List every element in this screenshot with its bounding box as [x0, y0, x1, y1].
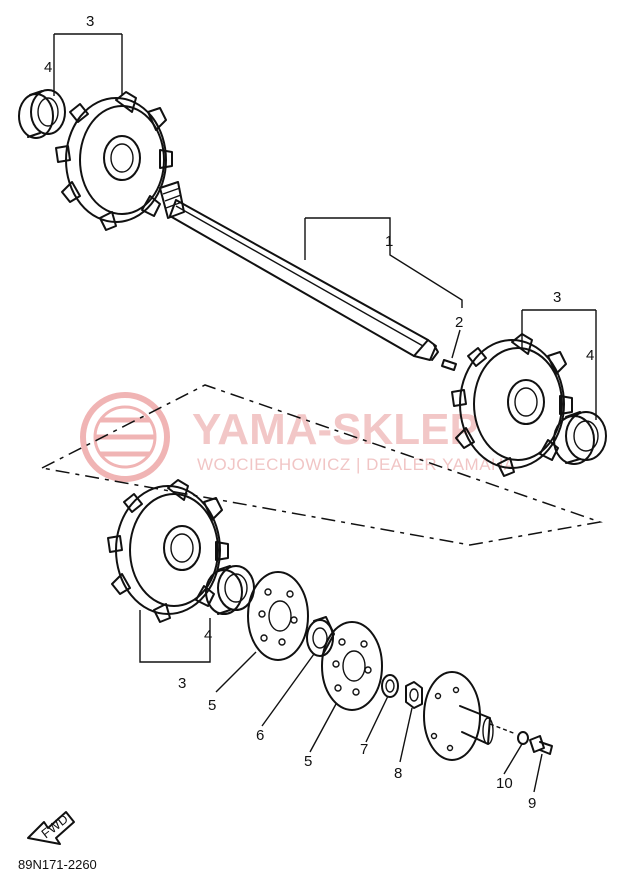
projection-box [39, 384, 603, 546]
diagram-code: 89N171-2260 [18, 857, 97, 872]
collar-right [553, 411, 607, 465]
fwd-arrow-icon: FWD [27, 811, 75, 845]
callout-shaft: 1 [385, 233, 393, 250]
callout-sprocket-top-left: 3 [86, 13, 94, 30]
shaft [159, 181, 439, 361]
washer [381, 674, 399, 698]
callout-pin: 2 [455, 314, 463, 331]
fwd-label: FWD [38, 811, 71, 841]
plate-b [321, 621, 383, 711]
callout-nut: 8 [394, 765, 402, 782]
nut [405, 681, 423, 709]
sprocket-top-left [55, 91, 173, 231]
callout-sprocket-right: 3 [553, 289, 561, 306]
hub-flange [423, 671, 517, 761]
callout-lock-washer: 10 [496, 775, 513, 792]
callout-bearing: 6 [256, 727, 264, 744]
lock-washer [517, 731, 529, 745]
bolt [529, 735, 553, 755]
sprocket-right [451, 333, 573, 477]
collar-lower [205, 565, 255, 615]
bearing [306, 616, 335, 657]
watermark-logo [80, 392, 170, 482]
callout-collar-right: 4 [586, 347, 594, 364]
callout-collar-lower: 4 [204, 627, 212, 644]
watermark: YAMA-SKLEP WOJCIECHOWICZ | DEALER YAMAHA [80, 392, 516, 482]
callout-collar-top-left: 4 [44, 59, 52, 76]
sprocket-lower [107, 479, 229, 623]
watermark-tagline: WOJCIECHOWICZ | DEALER YAMAHA [197, 455, 516, 474]
plate-a [247, 571, 309, 661]
pin [441, 359, 457, 371]
callout-plate-a: 5 [208, 697, 216, 714]
callout-plate-b: 5 [304, 753, 312, 770]
leader-lines [53, 33, 597, 793]
callout-washer: 7 [360, 741, 368, 758]
callout-bolt: 9 [528, 795, 536, 812]
callout-sprocket-lower: 3 [178, 675, 186, 692]
collar-top-left [18, 89, 66, 139]
